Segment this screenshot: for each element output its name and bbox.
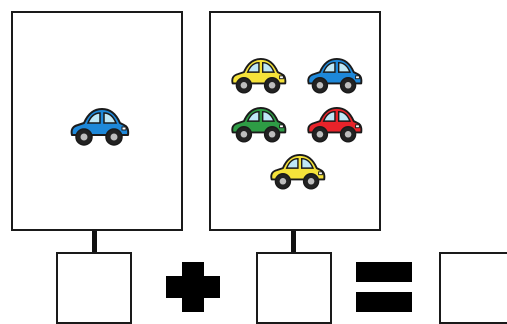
car-icon: [270, 154, 326, 190]
answer-box-first-addend[interactable]: [56, 252, 132, 324]
answer-box-sum[interactable]: [439, 252, 507, 324]
car-icon: [231, 58, 287, 94]
car-icon: [70, 108, 130, 146]
car-icon: [307, 107, 363, 143]
answer-box-second-addend[interactable]: [256, 252, 332, 324]
car-icon: [231, 107, 287, 143]
car-icon: [307, 58, 363, 94]
left-picture-card: [11, 11, 183, 231]
right-picture-card: [209, 11, 381, 231]
left-connector-line: [92, 231, 97, 255]
right-connector-line: [291, 231, 296, 255]
